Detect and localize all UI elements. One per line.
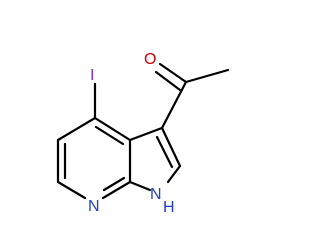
structure-canvas: O I N N H [56,51,230,216]
bond-carbonyl-o [158,62,188,84]
molecule-structure: O I N N H [56,51,230,216]
bond-n7-c7a-inner [102,176,126,192]
bond-carbonyl-methyl [184,68,230,84]
bond-c3-carbonyl [160,80,188,130]
bond-c6-n7 [56,180,87,200]
bond-n1-c7a [128,180,152,192]
bond-c3-c2 [160,126,182,168]
atom-labels: O I N N H [88,51,175,216]
pyrrole-nitrogen-label: N [150,186,162,203]
iodine-label: I [90,67,94,84]
bond-c3a-c4 [93,116,132,142]
bond-c2-n1 [166,164,182,184]
bond-c4-c5 [56,116,97,142]
pyridine-nitrogen-label: N [88,198,100,215]
bond-c3a-c3 [128,126,164,142]
bond-n7-c7a [101,180,132,200]
bond-c3a-c4-inner [94,125,125,146]
oxygen-label: O [144,51,156,68]
bond-carbonyl-o-inner [154,70,182,92]
pyrrole-hydrogen-label: H [163,199,175,216]
bonds [56,62,230,200]
bond-c3-c2-inner [155,135,174,169]
